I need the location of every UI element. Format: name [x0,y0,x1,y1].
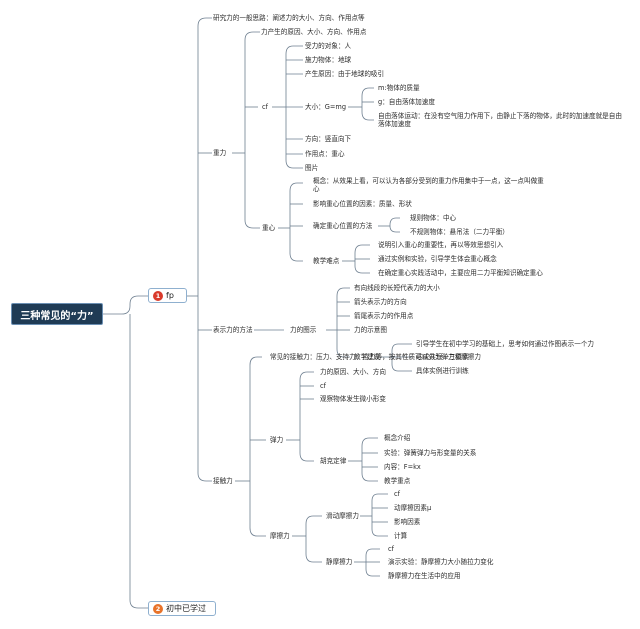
node-represent[interactable]: 表示力的方法 [213,326,253,334]
node-elastic[interactable]: 弹力 [270,436,284,444]
node-object[interactable]: 受力的对象：人 [305,42,352,50]
node-intro[interactable]: 研究力的一般思路：阐述力的大小、方向、作用点等 [213,14,365,22]
node-hooke-c[interactable]: 内容：F=kx [384,463,421,471]
node-hooke[interactable]: 胡克定律 [320,457,347,465]
node-irregular[interactable]: 不规则物体：悬吊法（二力平衡） [410,228,509,236]
node-pic[interactable]: 图片 [305,164,319,172]
root-node[interactable]: 三种常见的“力” [11,303,103,325]
branch-fp[interactable]: 1 fp [148,288,187,303]
node-sliding-d[interactable]: 计算 [394,532,408,540]
node-hooke-d[interactable]: 教学重点 [384,477,411,485]
node-sliding[interactable]: 滑动摩擦力 [326,512,359,520]
node-advice-a[interactable]: 引导学生在初中学习的基础上，思考如何通过作图表示一个力 [416,340,595,348]
node-repr-2[interactable]: 箭头表示力的方向 [354,298,407,306]
node-gravity-overview[interactable]: 力产生的原因、大小、方向、作用点 [261,28,367,36]
branch-fp-label: fp [166,291,174,300]
node-hooke-b[interactable]: 实验：弹簧弹力与形变量的关系 [384,449,477,457]
node-static-a[interactable]: cf [388,545,394,553]
node-advice-b[interactable]: 达成共识一三要素 [416,353,469,361]
node-repr-3[interactable]: 箭尾表示力的作用点 [354,312,414,320]
node-elastic-a[interactable]: 力的原因、大小、方向 [320,368,386,376]
node-center[interactable]: 重心 [262,224,276,232]
node-focus-b[interactable]: 通过实例和实验，引导学生体会重心概念 [378,255,497,263]
node-freefall[interactable]: 自由落体运动：在没有空气阻力作用下，由静止下落的物体，此时的加速度就是自由落体加… [378,112,622,128]
priority-badge-1: 1 [153,290,163,301]
node-static-c[interactable]: 静摩擦力在生活中的应用 [388,572,461,580]
node-center-method[interactable]: 确定重心位置的方法 [313,222,373,230]
node-elastic-c[interactable]: 观察物体发生微小形变 [320,395,386,403]
node-focus-a[interactable]: 说明引入重心的重要性，再以等效思想引入 [378,241,504,249]
node-regular[interactable]: 规则物体：中心 [410,214,457,222]
node-elastic-b[interactable]: cf [320,382,326,390]
priority-badge-2: 2 [153,603,163,614]
node-focus[interactable]: 教学难点 [313,257,340,265]
node-repr-4[interactable]: 力的示意图 [354,326,387,334]
node-friction[interactable]: 摩擦力 [270,532,290,540]
node-static-b[interactable]: 演示实验：静摩擦力大小随拉力变化 [388,558,494,566]
branch-junior-high[interactable]: 2 初中已学过 [148,601,216,616]
node-advice[interactable]: 教学建议 [354,353,381,361]
node-center-concept[interactable]: 概念：从效果上看，可以认为各部分受到的重力作用集中于一点，这一点叫做重心 [313,177,544,193]
node-force-diagram[interactable]: 力的图示 [290,326,317,334]
node-repr-1[interactable]: 有向线段的长短代表力的大小 [354,284,440,292]
node-mass[interactable]: m:物体的质量 [378,84,420,92]
node-sliding-a[interactable]: cf [394,490,400,498]
node-static[interactable]: 静摩擦力 [326,558,353,566]
node-gravity[interactable]: 重力 [213,149,227,157]
node-center-factors[interactable]: 影响重心位置的因素：质量、形状 [313,200,412,208]
node-sliding-b[interactable]: 动摩擦因素μ [394,504,432,512]
node-hooke-a[interactable]: 概念介绍 [384,434,411,442]
node-size[interactable]: 大小：G=mg [305,103,347,111]
node-point[interactable]: 作用点：重心 [305,150,345,158]
node-cf[interactable]: cf [262,103,268,111]
node-contact-common[interactable]: 常见的接触力：压力、支持力、拉力等，按其性质可以分为弹力和摩擦力 [270,353,481,361]
node-focus-c[interactable]: 在确定重心实践活动中，主要应用二力平衡知识确定重心 [378,269,543,277]
branch-junior-high-label: 初中已学过 [166,604,206,613]
node-contact[interactable]: 接触力 [213,477,233,485]
node-sliding-c[interactable]: 影响因素 [394,518,421,526]
node-direction[interactable]: 方向：竖直向下 [305,135,352,143]
node-advice-c[interactable]: 具体实例进行训练 [416,367,469,375]
node-g[interactable]: g：自由落体加速度 [378,98,435,106]
node-cause[interactable]: 产生原因：由于地球的吸引 [305,70,385,78]
node-source[interactable]: 施力物体：地球 [305,56,352,64]
